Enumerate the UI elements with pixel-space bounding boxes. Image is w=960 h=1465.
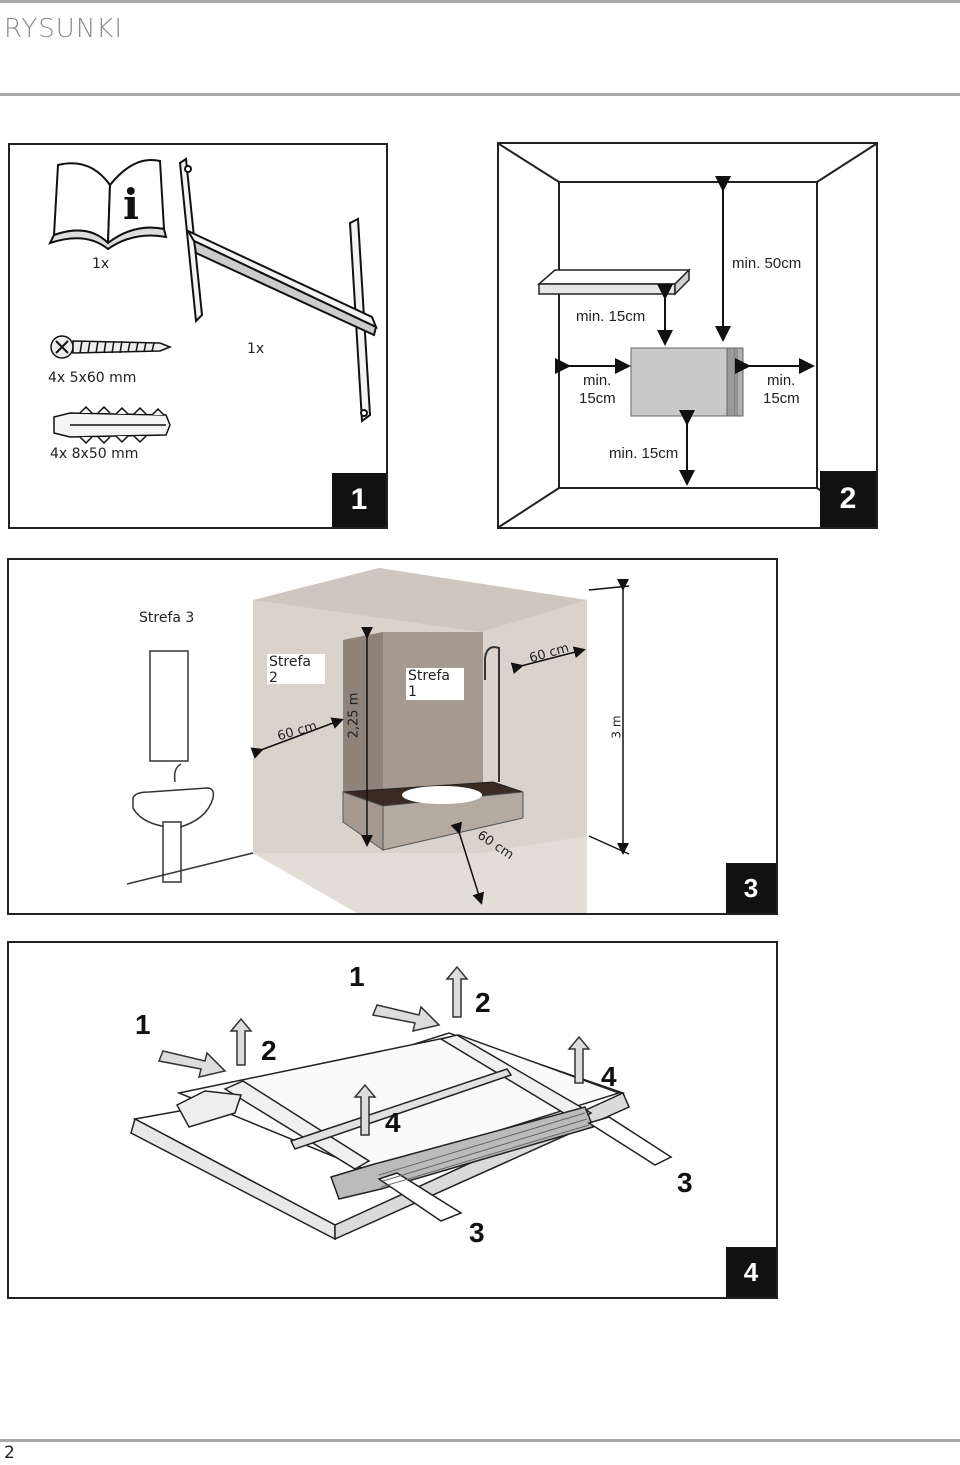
plugs-label: 4x 8x50 mm	[50, 446, 139, 462]
step-3-right: 3	[677, 1167, 693, 1198]
screw-illustration	[50, 335, 173, 359]
clearance-bottom-label: min. 15cm	[609, 445, 679, 462]
bracket-quantity: 1x	[247, 341, 265, 357]
figure-2-panel: min. 50cm min. 15cm min. 15cm min. 15cm …	[497, 142, 878, 529]
figure-2-clearance-diagram	[499, 144, 876, 527]
dimension-3m: 3 m	[609, 715, 624, 739]
clearance-left-line1: min.	[583, 372, 612, 389]
figure-3-panel: Strefa 3 Strefa 2 Strefa 1 60 cm 2,25 m …	[7, 558, 778, 915]
clearance-right-line2: 15cm	[763, 390, 800, 407]
step-4-middle: 4	[385, 1107, 401, 1138]
figure-1-badge: 1	[332, 473, 386, 527]
zone-1-label: Strefa 1	[406, 668, 464, 700]
dimension-2-25m: 2,25 m	[346, 692, 362, 739]
top-rule	[0, 0, 960, 3]
step-2-top: 2	[475, 987, 491, 1018]
figure-3-bathroom-zones	[126, 568, 630, 913]
heater-illustration	[630, 347, 744, 417]
step-1-top: 1	[349, 961, 365, 992]
figure-4-panel: 1 2 1 2 4 4 3 3 4	[7, 941, 778, 1299]
figure-1-illustration: i	[48, 157, 378, 445]
figure-2-badge: 2	[820, 471, 876, 527]
step-3-bottom: 3	[469, 1217, 485, 1248]
clearance-top-label: min. 50cm	[732, 255, 802, 272]
manual-quantity: 1x	[92, 256, 110, 272]
step-2-left: 2	[261, 1035, 277, 1066]
figure-3-badge: 3	[726, 863, 776, 913]
clearance-left-line2: 15cm	[579, 390, 616, 407]
wall-plug-illustration	[53, 405, 171, 445]
footer-rule	[0, 1439, 960, 1442]
page-number: 2	[4, 1443, 15, 1463]
screws-label: 4x 5x60 mm	[48, 370, 137, 386]
shelf-illustration	[537, 268, 691, 296]
manual-icon: i	[48, 159, 168, 251]
figure-4-mounting-steps	[130, 965, 673, 1241]
header-rule	[0, 93, 960, 96]
clearance-right-line1: min.	[767, 372, 796, 389]
clearance-shelf-label: min. 15cm	[576, 308, 646, 325]
figure-4-badge: 4	[726, 1247, 776, 1297]
bracket-illustration	[178, 157, 378, 423]
zone-3-label: Strefa 3	[137, 610, 197, 626]
svg-text:i: i	[123, 180, 139, 229]
zone-2-label: Strefa 2	[267, 654, 325, 686]
step-1-left: 1	[135, 1009, 151, 1040]
step-4-right: 4	[601, 1061, 617, 1092]
page-title: RYSUNKI	[4, 14, 123, 44]
figure-1-panel: i 1x 1x 4x 5x60 mm 4x 8x50 mm 1	[8, 143, 388, 529]
